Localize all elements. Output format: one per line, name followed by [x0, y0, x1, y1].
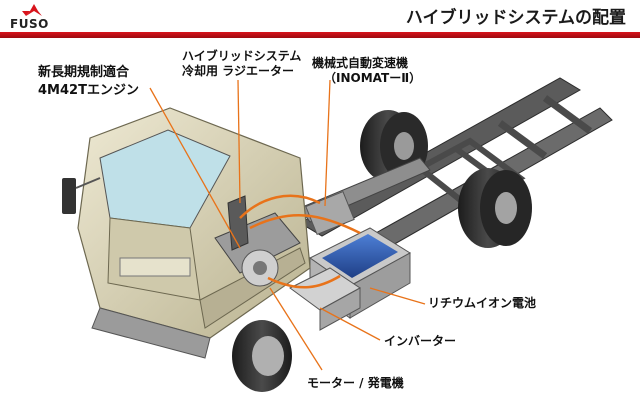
inverter-box: [289, 267, 361, 331]
label-battery: リチウムイオン電池: [428, 296, 537, 310]
hybrid-cables: [239, 194, 361, 289]
truck-illustration: [62, 77, 613, 392]
label-inverter: インバーター: [384, 334, 457, 348]
label-motor: モーター / 発電機: [307, 376, 404, 390]
label-engine-line2: 4M42Tエンジン: [38, 83, 139, 98]
rear-wheels: [360, 110, 532, 248]
label-radiator-line1: ハイブリッドシステム: [182, 49, 302, 63]
label-transmission-line1: 機械式自動変速機: [312, 56, 409, 70]
front-wheel: [232, 320, 292, 392]
label-radiator-line2: 冷却用 ラジエーター: [182, 64, 294, 78]
label-transmission: 機械式自動変速機 （INOMATーⅡ）: [312, 56, 421, 86]
label-transmission-line2: （INOMATーⅡ）: [324, 71, 422, 85]
radiator: [227, 195, 249, 251]
label-radiator: ハイブリッドシステム 冷却用 ラジエーター: [182, 49, 301, 79]
header-bar: [0, 0, 640, 34]
chassis-frame: [298, 77, 613, 267]
diagram-stage: 新長期規制適合 4M42Tエンジン ハイブリッドシステム 冷却用 ラジエーター …: [0, 38, 640, 400]
leader-lines: [149, 79, 426, 371]
fuso-logo-icon: [22, 4, 42, 16]
label-engine: 新長期規制適合 4M42Tエンジン: [38, 64, 139, 100]
brand-text: FUSO: [10, 17, 49, 31]
label-engine-line1: 新長期規制適合: [38, 65, 130, 80]
page-title: ハイブリッドシステムの配置: [405, 8, 626, 28]
title-underline: [0, 32, 640, 38]
